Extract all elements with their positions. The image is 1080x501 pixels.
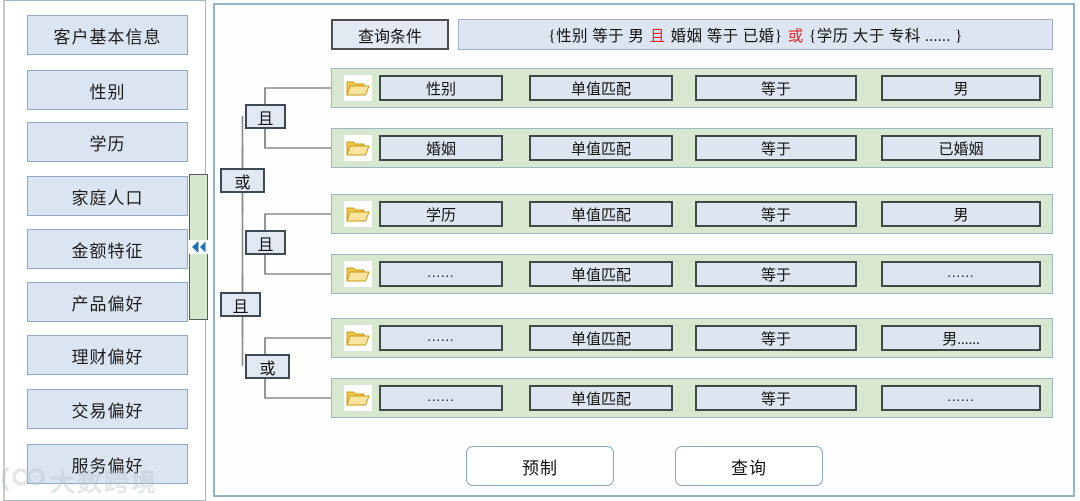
condition-field-name-text: ...... [427, 330, 455, 345]
folder-icon[interactable] [344, 325, 372, 351]
condition-field-name[interactable]: ...... [379, 385, 503, 411]
condition-match-type[interactable]: 单值匹配 [529, 75, 673, 101]
condition-field-name[interactable]: 婚姻 [379, 135, 503, 161]
logic-node-label: 或 [234, 174, 251, 192]
condition-row: ...... 单值匹配 等于 男...... [331, 318, 1053, 358]
sidebar-item-label: 家庭人口 [71, 188, 144, 208]
sidebar-item-7[interactable]: 交易偏好 [27, 389, 188, 429]
condition-row: 婚姻 单值匹配 等于 已婚姻 [331, 128, 1053, 168]
condition-field-name-text: 婚姻 [425, 141, 456, 158]
condition-row: 学历 单值匹配 等于 男 [331, 194, 1053, 234]
folder-icon[interactable] [344, 201, 372, 227]
condition-match-type-text: 单值匹配 [570, 331, 631, 348]
condition-operator-text: 等于 [760, 81, 791, 98]
condition-row: 性别 单值匹配 等于 男 [331, 68, 1053, 108]
condition-field-name-text: 学历 [425, 207, 456, 224]
condition-field-name[interactable]: 学历 [379, 201, 503, 227]
logic-node-and-1[interactable]: 且 [245, 104, 286, 129]
condition-match-type[interactable]: 单值匹配 [529, 261, 673, 287]
sidebar-item-label: 性别 [89, 82, 126, 102]
condition-value-text: ...... [947, 266, 975, 281]
condition-operator-text: 等于 [760, 207, 791, 224]
condition-value[interactable]: ...... [881, 261, 1041, 287]
condition-operator[interactable]: 等于 [695, 325, 857, 351]
condition-operator[interactable]: 等于 [695, 135, 857, 161]
sidebar-item-label: 学历 [89, 134, 126, 154]
folder-icon[interactable] [344, 385, 372, 411]
condition-value[interactable]: ...... [881, 385, 1041, 411]
condition-field-name[interactable]: ...... [379, 261, 503, 287]
condition-match-type[interactable]: 单值匹配 [529, 135, 673, 161]
condition-operator[interactable]: 等于 [695, 261, 857, 287]
query-expression-display[interactable]: {性别 等于 男 且 婚姻 等于 已婚} 或 {学历 大于 专科 ...... … [458, 19, 1053, 50]
condition-row: ...... 单值匹配 等于...... [331, 378, 1053, 418]
condition-match-type-text: 单值匹配 [570, 391, 631, 408]
logic-node-or-2[interactable]: 或 [245, 354, 290, 379]
condition-value-text: 男 [953, 81, 969, 98]
logic-node-label: 且 [257, 236, 274, 254]
condition-field-name-text: ...... [427, 266, 455, 281]
folder-icon[interactable] [344, 135, 372, 161]
condition-value[interactable]: 已婚姻 [881, 135, 1041, 161]
condition-match-type[interactable]: 单值匹配 [529, 201, 673, 227]
condition-value[interactable]: 男...... [881, 325, 1041, 351]
condition-match-type-text: 单值匹配 [570, 267, 631, 284]
query-expression-text: {性别 等于 男 且 婚姻 等于 已婚} 或 {学历 大于 专科 ...... … [548, 27, 963, 45]
sidebar-item-6[interactable]: 理财偏好 [27, 335, 188, 375]
condition-field-name[interactable]: ...... [379, 325, 503, 351]
sidebar-item-0[interactable]: 客户基本信息 [27, 15, 188, 55]
condition-operator-text: 等于 [760, 331, 791, 348]
query-condition-label: 查询条件 [331, 19, 449, 50]
condition-value[interactable]: 男 [881, 201, 1041, 227]
sidebar-item-label: 理财偏好 [71, 347, 144, 367]
condition-value-text: 男...... [942, 331, 980, 348]
sidebar-item-4[interactable]: 金额特征 [27, 229, 188, 269]
category-sidebar: 客户基本信息 性别 学历 家庭人口 金额特征 产品偏好 理财偏好 交易偏好 服务… [3, 0, 206, 501]
condition-operator-text: 等于 [760, 267, 791, 284]
condition-match-type-text: 单值匹配 [570, 81, 631, 98]
logic-node-or-1[interactable]: 或 [220, 168, 265, 193]
condition-row: ...... 单值匹配 等于...... [331, 254, 1053, 294]
sidebar-item-8[interactable]: 服务偏好 [27, 444, 188, 484]
condition-value-text: 男 [953, 207, 969, 224]
condition-field-name-text: 性别 [425, 81, 456, 98]
logic-node-label: 或 [259, 360, 276, 378]
condition-operator-text: 等于 [760, 391, 791, 408]
sidebar-item-label: 服务偏好 [71, 456, 144, 476]
condition-operator[interactable]: 等于 [695, 385, 857, 411]
sidebar-item-1[interactable]: 性别 [27, 70, 188, 110]
condition-match-type[interactable]: 单值匹配 [529, 325, 673, 351]
preset-button-label: 预制 [522, 458, 558, 478]
condition-value-text: ...... [947, 390, 975, 405]
sidebar-item-label: 金额特征 [71, 241, 144, 261]
condition-field-name-text: ...... [427, 390, 455, 405]
query-button[interactable]: 查询 [675, 446, 823, 486]
double-chevron-left-icon [189, 240, 208, 254]
folder-icon[interactable] [344, 261, 372, 287]
preset-button[interactable]: 预制 [466, 446, 614, 486]
condition-value[interactable]: 男 [881, 75, 1041, 101]
sidebar-item-3[interactable]: 家庭人口 [27, 176, 188, 216]
sidebar-item-label: 产品偏好 [71, 294, 144, 314]
condition-value-text: 已婚姻 [938, 141, 984, 158]
condition-operator[interactable]: 等于 [695, 75, 857, 101]
folder-icon[interactable] [344, 75, 372, 101]
query-button-label: 查询 [731, 458, 767, 478]
logic-node-label: 且 [232, 298, 249, 316]
sidebar-item-label: 交易偏好 [71, 401, 144, 421]
sidebar-item-2[interactable]: 学历 [27, 122, 188, 162]
condition-match-type-text: 单值匹配 [570, 141, 631, 158]
condition-field-name[interactable]: 性别 [379, 75, 503, 101]
sidebar-item-5[interactable]: 产品偏好 [27, 282, 188, 322]
logic-node-and-3[interactable]: 且 [220, 292, 261, 317]
condition-operator-text: 等于 [760, 141, 791, 158]
sidebar-item-label: 客户基本信息 [53, 27, 162, 47]
query-condition-label-text: 查询条件 [357, 28, 422, 46]
condition-operator[interactable]: 等于 [695, 201, 857, 227]
condition-match-type[interactable]: 单值匹配 [529, 385, 673, 411]
sidebar-collapse-handle[interactable] [189, 174, 208, 320]
condition-match-type-text: 单值匹配 [570, 207, 631, 224]
logic-node-and-2[interactable]: 且 [245, 230, 286, 255]
logic-node-label: 且 [257, 110, 274, 128]
